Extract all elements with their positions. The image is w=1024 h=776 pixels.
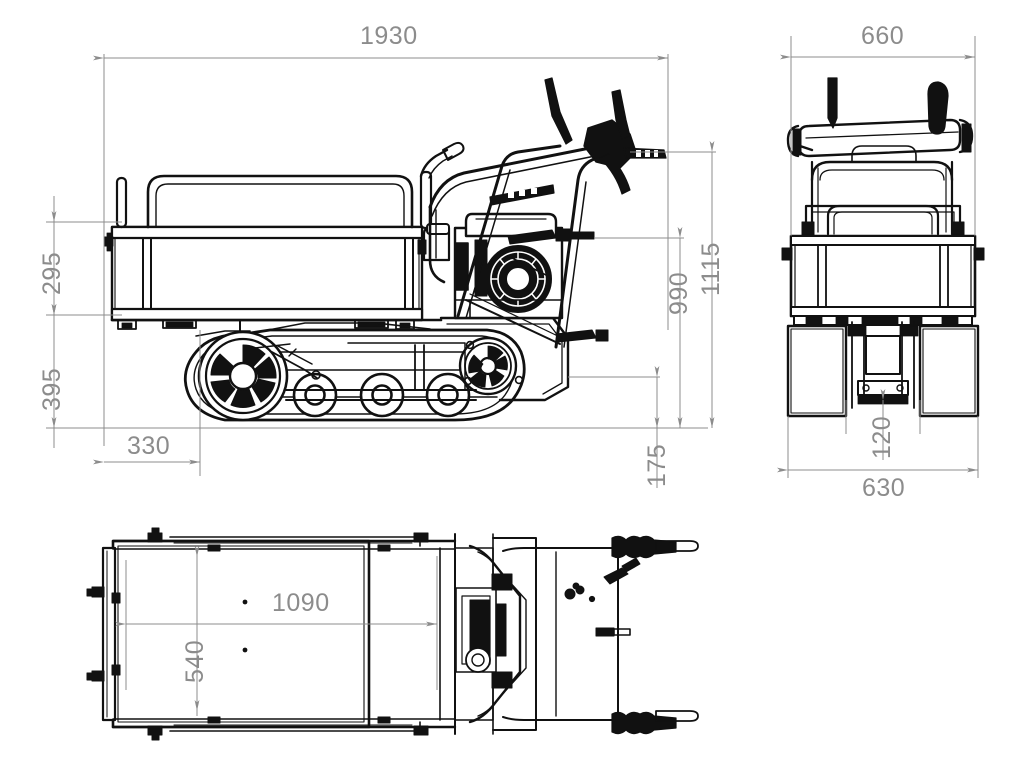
dimension-lines (46, 36, 979, 716)
road-wheel-1 (292, 372, 338, 418)
rear-idler-wheel (197, 330, 289, 422)
dimension-label-bed-length: 1090 (272, 589, 330, 617)
side-view-geometry (103, 77, 667, 422)
dimension-label-handlebar-height: 1115 (697, 242, 725, 296)
handlebar-assembly (428, 77, 667, 349)
front-view-geometry (781, 77, 985, 418)
road-wheel-3 (425, 372, 471, 418)
dimension-label-rear-overhang: 330 (127, 432, 171, 460)
dimension-label-upper-handle-height: 990 (665, 271, 693, 315)
dimension-label-bed-width: 540 (181, 639, 209, 683)
dimension-label-deck-height: 395 (38, 367, 66, 411)
top-view-geometry (86, 527, 699, 741)
front-drive-sprocket (458, 336, 518, 396)
dimension-label-ground-clearance-front: 120 (868, 415, 896, 459)
dimension-label-upper-width: 660 (861, 22, 905, 50)
dimension-label-track-outer-width: 630 (862, 474, 906, 502)
dimension-label-overall-length: 1930 (360, 22, 418, 50)
engine-assembly (417, 212, 564, 320)
road-wheel-2 (359, 372, 405, 418)
dimension-label-ground-clearance-side: 175 (643, 443, 671, 487)
dimension-label-box-side-height: 295 (38, 251, 66, 295)
